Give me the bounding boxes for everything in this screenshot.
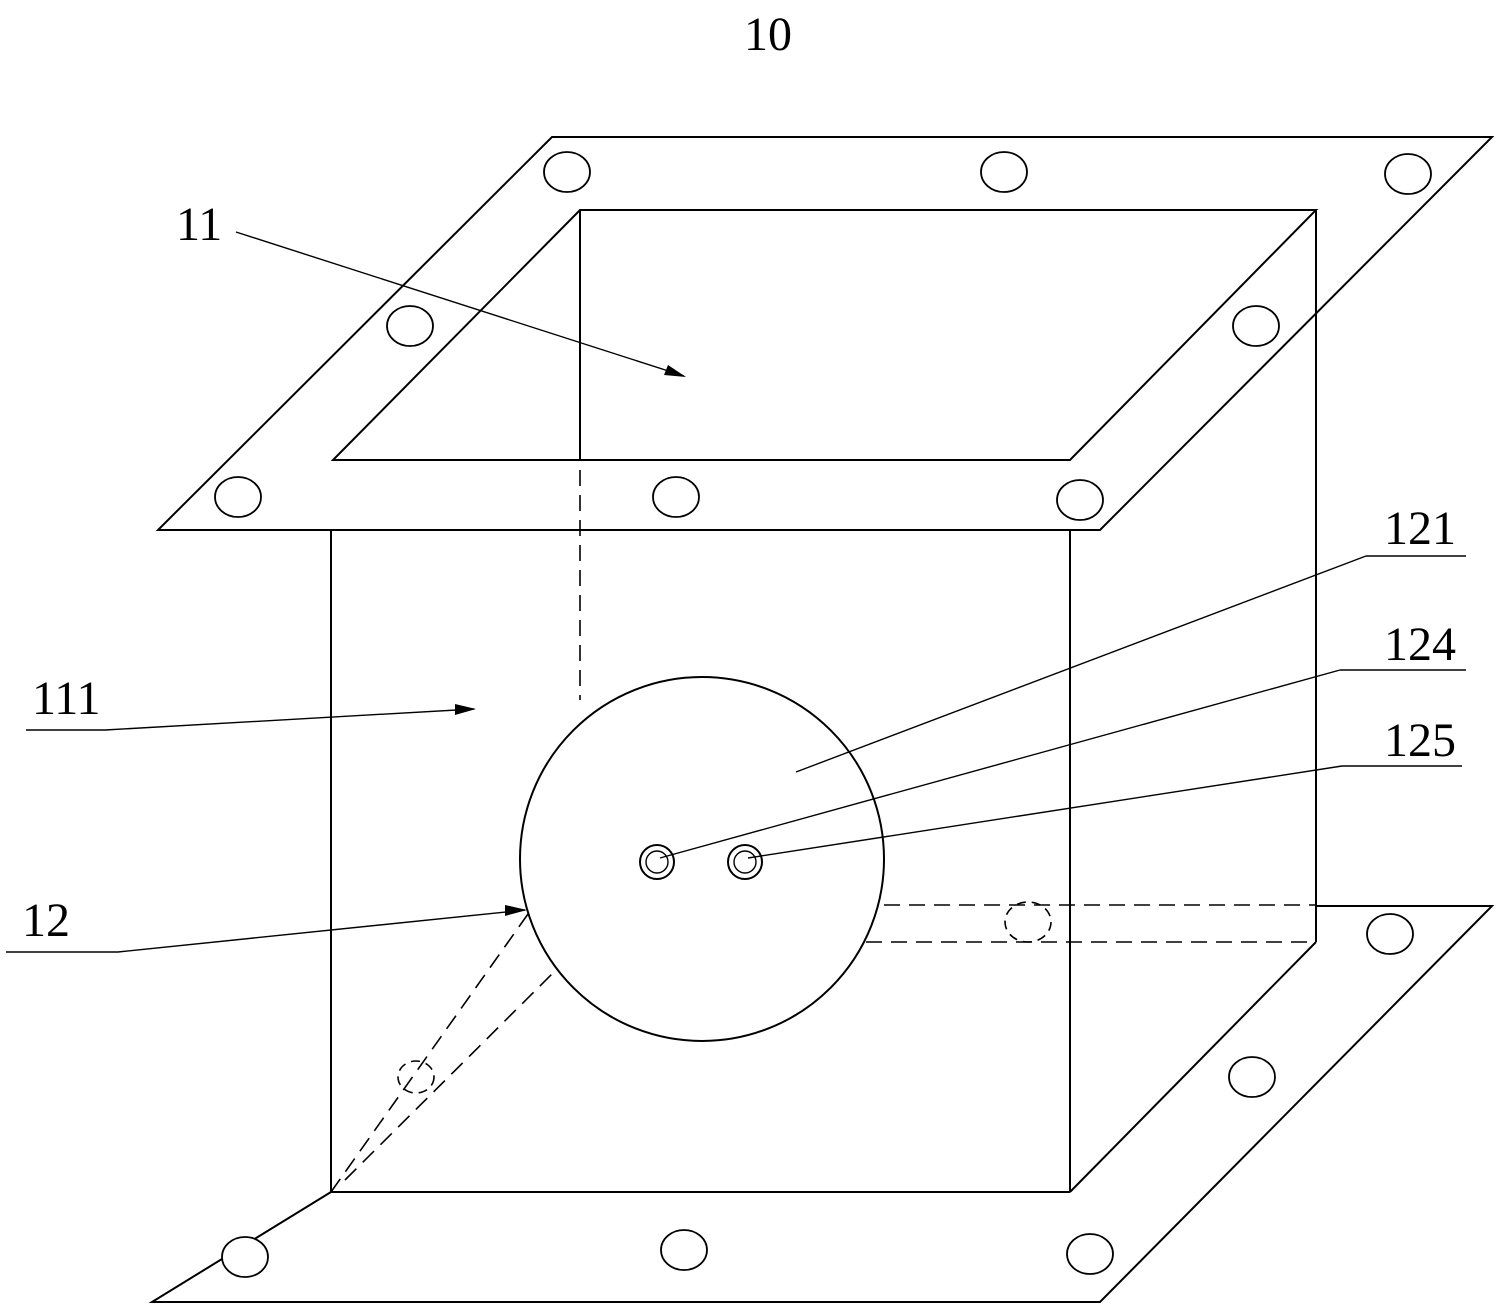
- box-body: [330, 210, 1317, 1193]
- circular-cover: [519, 676, 885, 1042]
- bolt-hole: [214, 476, 262, 518]
- port-124-inner: [645, 850, 669, 874]
- leader-111: [104, 708, 475, 731]
- bottom-flange: [148, 905, 1495, 1303]
- bolt-hole: [1228, 1056, 1276, 1098]
- port-125-inner: [733, 850, 757, 874]
- leader-lines: [6, 231, 1466, 953]
- label-11: 11: [176, 198, 222, 251]
- bolt-hole: [652, 476, 700, 518]
- port-125-outer: [727, 844, 763, 880]
- bolt-hole: [1066, 1233, 1114, 1275]
- body-bottom-right-edge: [1069, 941, 1317, 1193]
- label-125: 125: [1384, 714, 1456, 767]
- label-12: 12: [22, 894, 70, 947]
- cover-disk: [519, 676, 885, 1042]
- reference-numerals: 10 11 111 12 121 124 125: [22, 8, 1456, 947]
- top-flange-outer: [155, 136, 1495, 531]
- leader-125: [747, 765, 1343, 859]
- leader-12: [117, 909, 526, 953]
- bolt-hole: [543, 151, 591, 193]
- bolt-hole: [1056, 479, 1104, 521]
- leader-121: [795, 555, 1367, 773]
- label-111: 111: [32, 672, 100, 725]
- bottom-flange-holes: [221, 913, 1414, 1278]
- port-124-outer: [639, 844, 675, 880]
- bolt-hole: [1384, 153, 1432, 195]
- top-flange: [155, 136, 1495, 531]
- top-flange-holes: [214, 151, 1432, 521]
- arrowhead-11: [664, 365, 686, 377]
- bolt-hole: [980, 151, 1028, 193]
- label-124: 124: [1384, 618, 1456, 671]
- figure-title: 10: [744, 8, 792, 61]
- bolt-hole: [386, 305, 434, 347]
- arrowhead-12: [505, 905, 527, 916]
- bolt-hole: [660, 1229, 708, 1271]
- bolt-hole: [1232, 305, 1280, 347]
- hidden-bottom-left-edge-1: [330, 913, 529, 1193]
- leader-124: [659, 669, 1341, 859]
- label-121: 121: [1384, 502, 1456, 555]
- bottom-flange-outline: [148, 905, 1495, 1303]
- top-flange-inner: [330, 209, 1319, 461]
- arrowhead-111: [455, 704, 476, 715]
- bolt-hole: [221, 1236, 269, 1278]
- leader-11: [235, 231, 685, 377]
- hidden-bolt-hole: [397, 1060, 435, 1094]
- bolt-hole: [1366, 913, 1414, 955]
- hidden-bolt-hole: [1004, 901, 1052, 943]
- hidden-bottom-left-edge-2: [344, 969, 557, 1181]
